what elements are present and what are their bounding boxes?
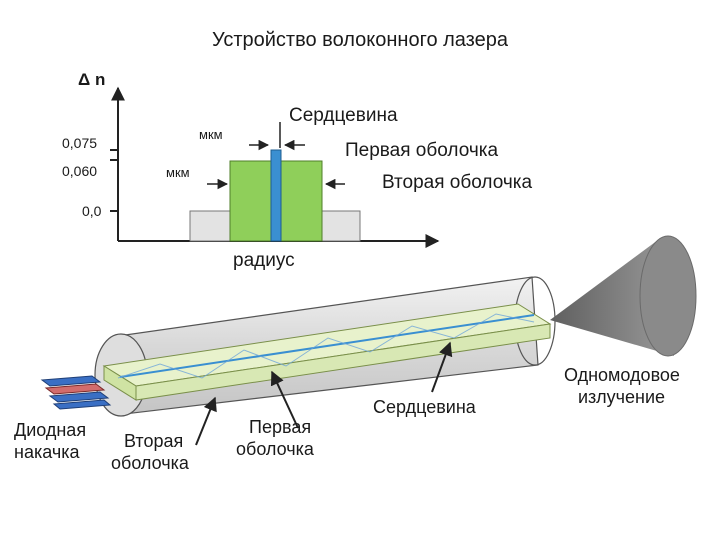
page-title: Устройство волоконного лазера bbox=[211, 29, 508, 51]
label-core: Сердцевина bbox=[373, 397, 476, 417]
core-arrow bbox=[431, 341, 453, 393]
label-first-cladding-line2: оболочка bbox=[236, 439, 314, 459]
label-output-line2: излучение bbox=[578, 387, 666, 407]
index-profile bbox=[110, 86, 440, 248]
tick-label-0060: 0,060 bbox=[62, 163, 98, 179]
x-axis-label: радиус bbox=[233, 250, 295, 271]
first-cladding-arrow bbox=[270, 370, 299, 429]
legend-core: Сердцевина bbox=[289, 105, 398, 126]
output-beam-end bbox=[639, 235, 697, 357]
unit-label-cladding: мкм bbox=[166, 165, 190, 180]
label-second-cladding-line1: Вторая bbox=[124, 431, 184, 451]
tick-label-00: 0,0 bbox=[82, 203, 102, 219]
legend-second-cladding: Вторая оболочка bbox=[382, 172, 533, 193]
core-line bbox=[119, 314, 535, 378]
fiber bbox=[40, 235, 697, 446]
label-output-line1: Одномодовое bbox=[564, 365, 680, 385]
label-first-cladding-line1: Первая bbox=[249, 417, 312, 437]
core-bar bbox=[270, 149, 282, 242]
y-axis-label: Δ n bbox=[78, 70, 106, 89]
diode-pump bbox=[40, 375, 112, 410]
second-cladding-arrow bbox=[195, 396, 217, 446]
label-second-cladding-line2: оболочка bbox=[111, 453, 189, 473]
unit-label-core: мкм bbox=[199, 127, 223, 142]
tick-label-0075: 0,075 bbox=[62, 135, 98, 151]
pump-ray bbox=[117, 313, 535, 379]
legend-first-cladding: Первая оболочка bbox=[345, 140, 499, 161]
label-diode-pump-line1: Диодная bbox=[14, 420, 87, 440]
label-diode-pump-line2: накачка bbox=[14, 442, 80, 462]
